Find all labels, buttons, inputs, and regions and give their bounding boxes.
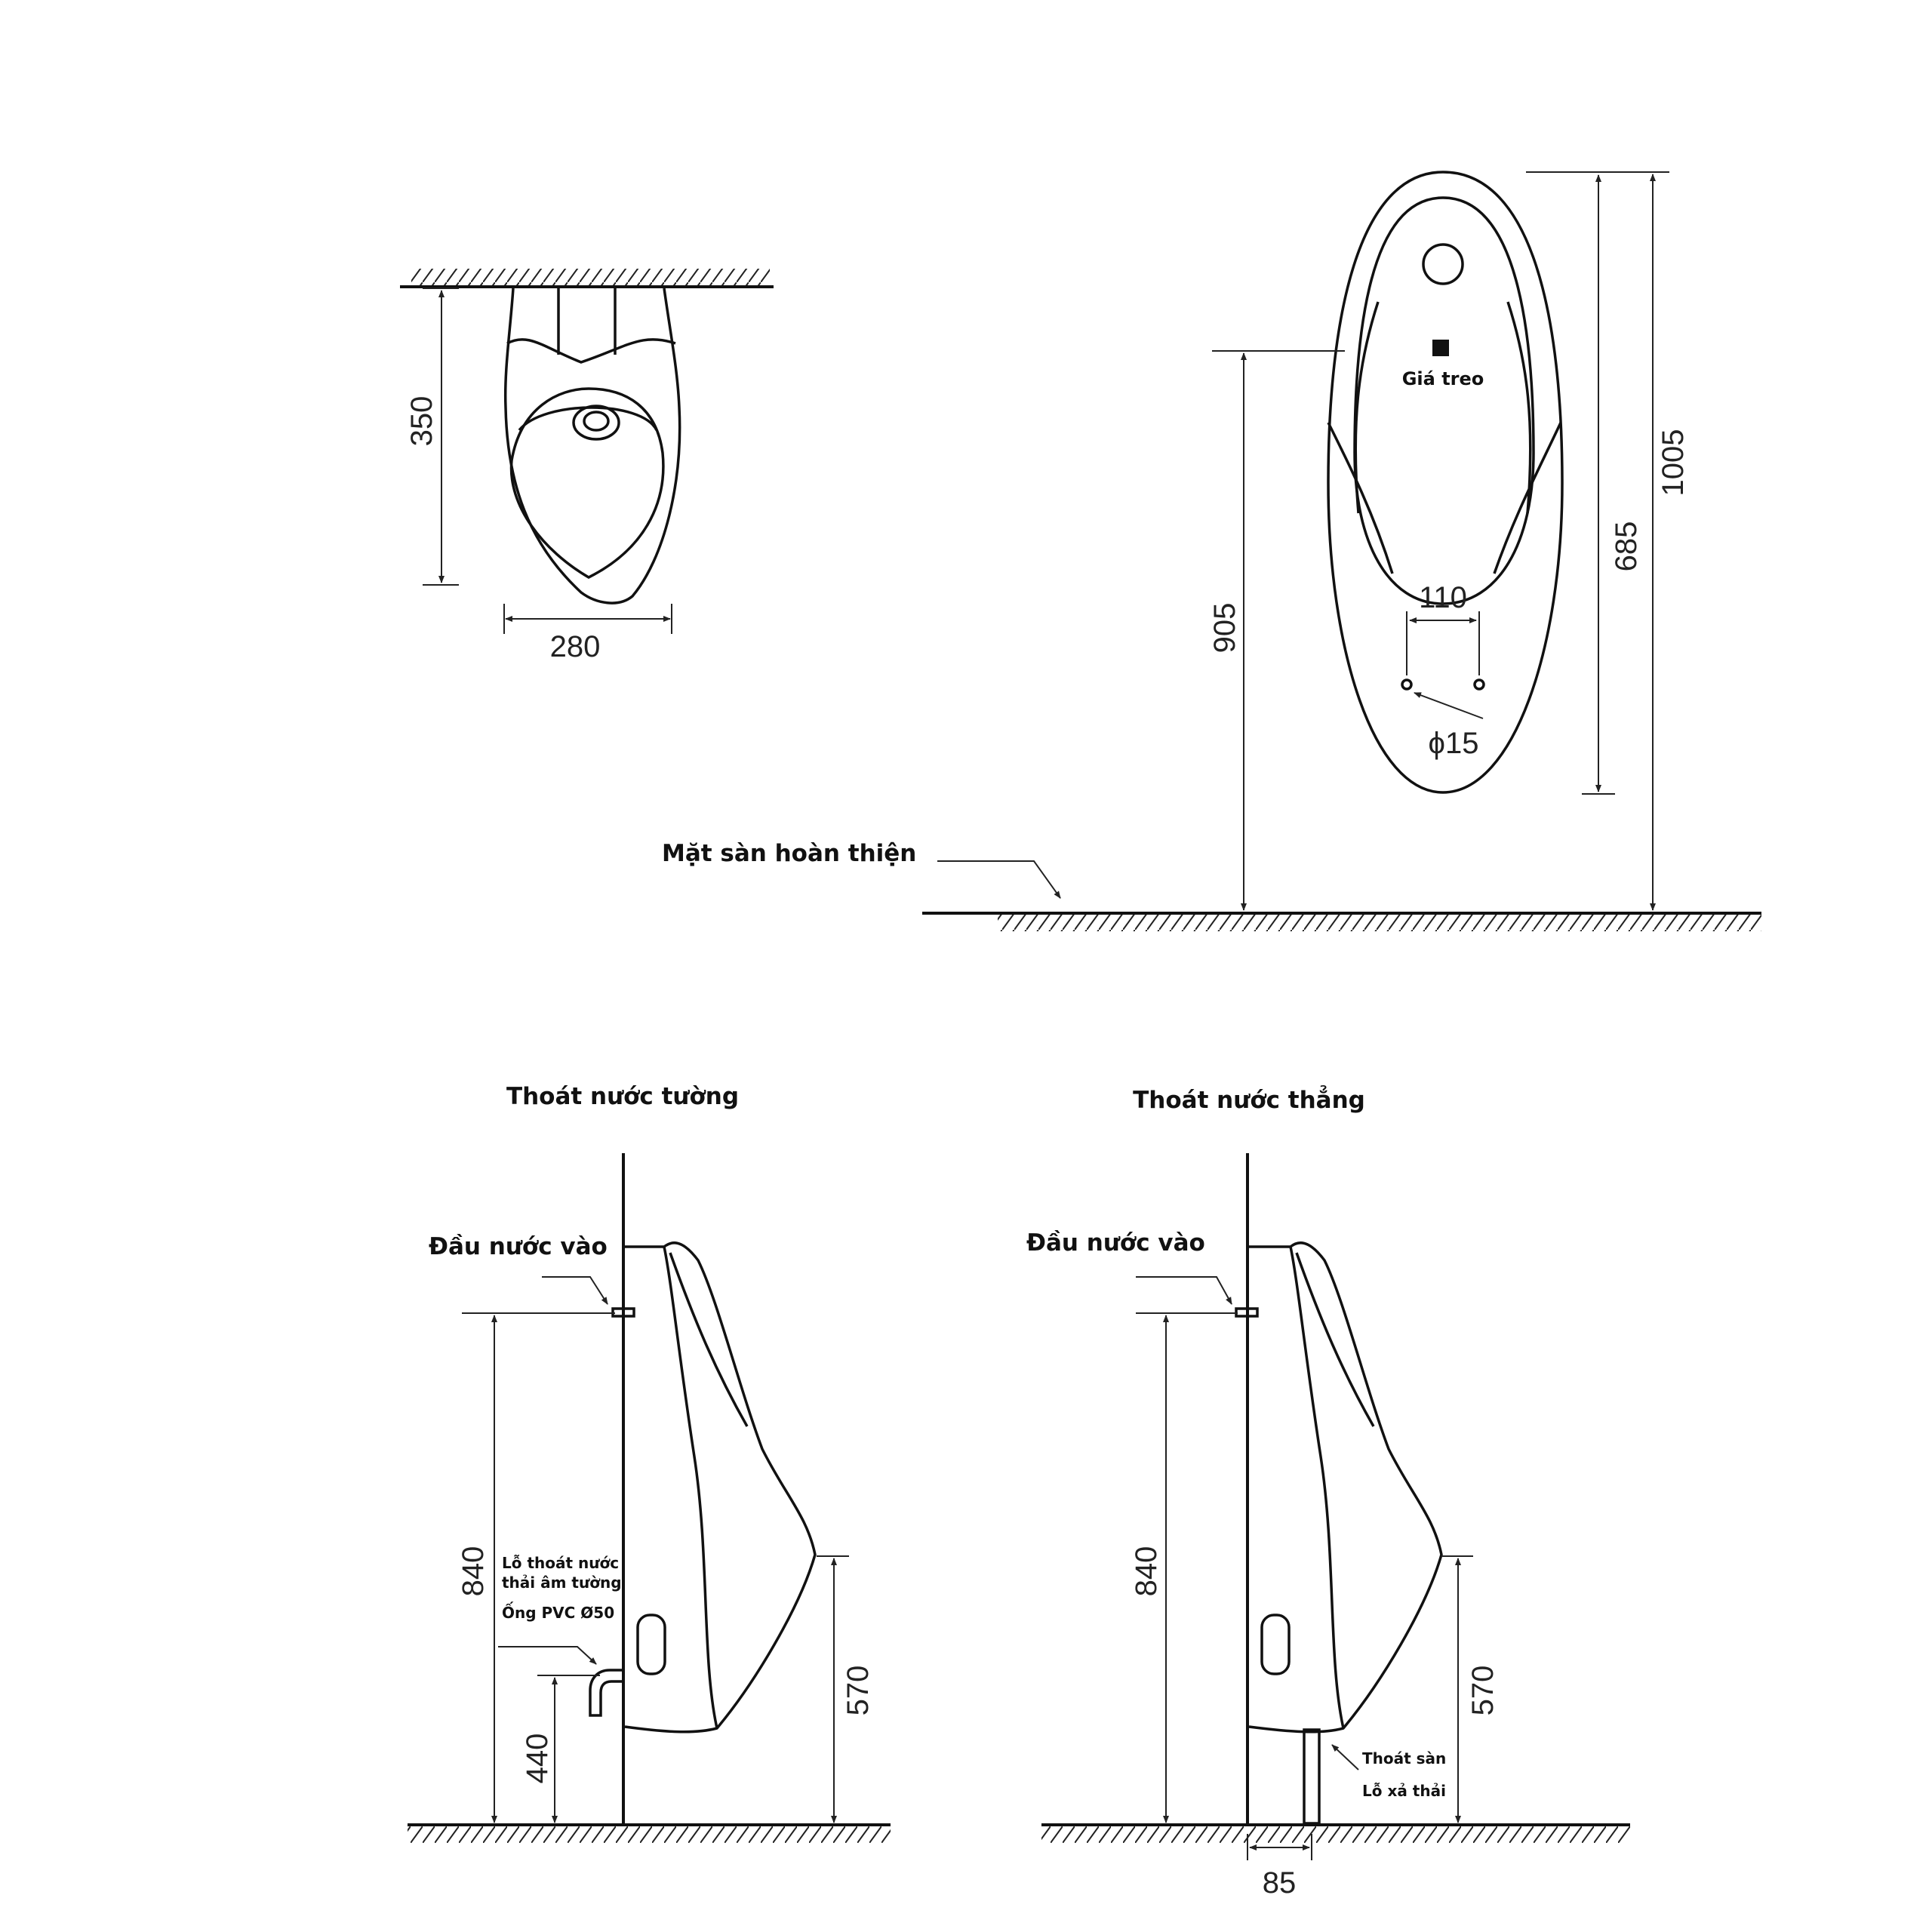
- top-view: 350 280: [400, 269, 774, 663]
- wall-pipe-label: Ống PVC Ø50: [502, 1602, 614, 1622]
- top-wall-hatch: [411, 269, 770, 285]
- wall-outlet-height-dim: 440: [521, 1734, 554, 1784]
- floor-hatch-2: [1041, 1826, 1630, 1843]
- floor-inlet-height-dim: 840: [1130, 1546, 1163, 1597]
- floor-label: Mặt sàn hoàn thiện: [662, 840, 916, 867]
- bolt-hole-right: [1473, 678, 1485, 691]
- floor-hatch: [998, 915, 1761, 931]
- floor-lip-height-dim: 570: [1466, 1666, 1500, 1716]
- wall-inlet-label: Đầu nước vào: [429, 1233, 608, 1260]
- floor-inlet-label: Đầu nước vào: [1026, 1229, 1205, 1257]
- wall-inlet-height-dim: 840: [457, 1546, 490, 1597]
- bolt-hole-left: [1401, 678, 1413, 691]
- bolt-spacing-dim: 110: [1419, 581, 1467, 614]
- urinal-front-outline: [1327, 171, 1564, 794]
- top-depth-dim: 350: [405, 396, 438, 447]
- mount-height-dim: 905: [1208, 603, 1241, 654]
- top-width-dim: 280: [550, 630, 601, 663]
- floor-hatch-1: [408, 1826, 891, 1843]
- wall-outlet-pipe: [589, 1669, 623, 1717]
- wall-drain-title: Thoát nước tường: [506, 1083, 739, 1110]
- drain-offset-dim: 85: [1263, 1866, 1297, 1900]
- hanger-icon: [1432, 340, 1449, 356]
- floor-drain-label-1: Thoát sàn: [1362, 1749, 1446, 1767]
- front-view: Giá treo 110 ϕ15 905 685 1005 Mặt sàn ho…: [662, 171, 1761, 931]
- urinal-side-outline-2: [1248, 1241, 1443, 1734]
- bolt-diameter-dim: ϕ15: [1429, 727, 1479, 760]
- floor-drain-pipe: [1303, 1728, 1321, 1825]
- urinal-side-outline-1: [624, 1241, 817, 1734]
- height-dim: 685: [1610, 521, 1643, 572]
- wall-outlet-label-2: thải âm tường: [502, 1574, 622, 1592]
- wall-outlet-label-1: Lỗ thoát nước: [502, 1554, 619, 1572]
- total-height-dim: 1005: [1657, 429, 1690, 497]
- urinal-top-outline: [503, 288, 681, 605]
- floor-drain-label-2: Lỗ xả thải: [1362, 1782, 1446, 1800]
- hanger-label: Giá treo: [1402, 368, 1484, 389]
- floor-drain-view: Thoát nước thẳng Đầu nước vào 840 570 Th…: [1026, 1085, 1630, 1900]
- floor-drain-title: Thoát nước thẳng: [1133, 1085, 1365, 1114]
- wall-drain-view: Thoát nước tường Đầu nước vào 840 Lỗ tho…: [408, 1083, 891, 1843]
- wall-lip-height-dim: 570: [841, 1666, 875, 1716]
